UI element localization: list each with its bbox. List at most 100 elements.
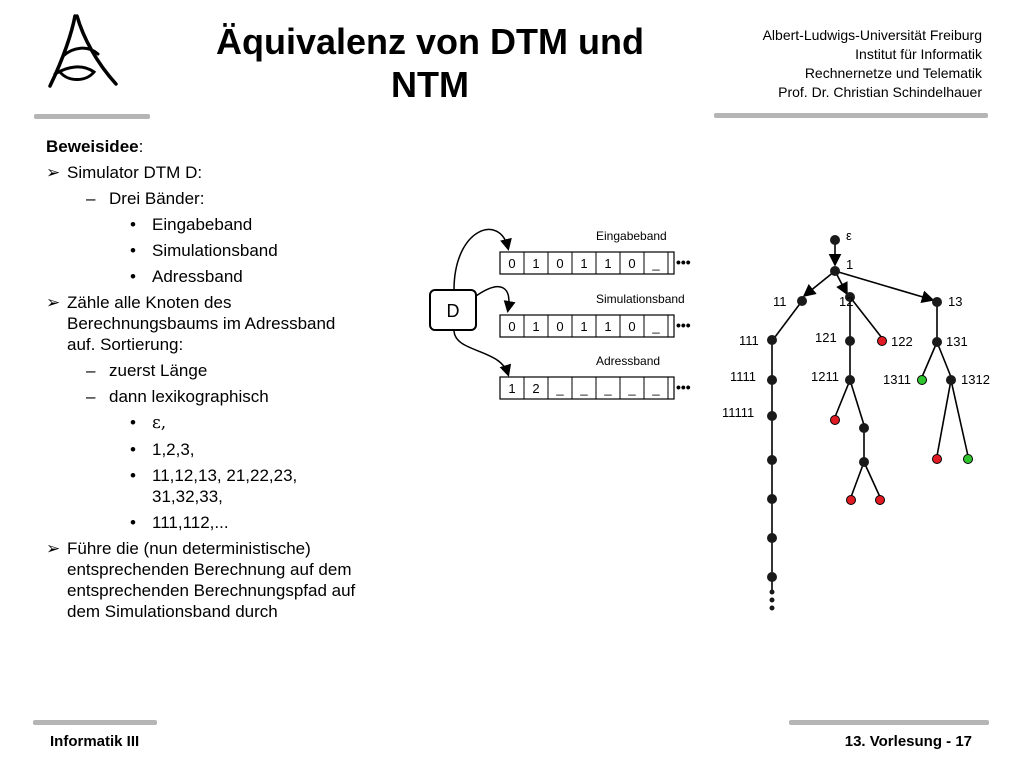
tree-node (767, 494, 777, 504)
tree-label: 122 (891, 334, 913, 349)
affiliation-university: Albert-Ludwigs-Universität Freiburg (762, 27, 982, 43)
connector-arrow-sim (475, 285, 516, 313)
tree-label: 1311 (883, 372, 911, 387)
tree-leaf-reject (846, 495, 856, 505)
machine-box (429, 289, 477, 331)
bullet-simulator: ➢Simulator DTM D: (46, 162, 416, 183)
footer-rule-left (33, 720, 157, 725)
tape-simulationsband: 0 1 0 1 1 0 _ ••• (499, 314, 691, 338)
tree-edge (802, 270, 836, 298)
tree-leaf-accept (917, 375, 927, 385)
bullet-zaehle-line: Berechnungsbaums im Adressband (67, 314, 336, 333)
tree-label: ε (846, 228, 852, 243)
tree-label: 131 (946, 334, 968, 349)
tree-leaf-reject (932, 454, 942, 464)
tape-ellipsis: ••• (676, 379, 691, 395)
tree-continuation (769, 597, 775, 603)
tape-cell: _ (579, 381, 588, 396)
tree-edge (921, 341, 938, 378)
affiliation-group: Rechnernetze und Telematik (804, 65, 982, 81)
arrow-bullet-icon: ➢ (46, 163, 61, 182)
tree-edge (936, 379, 952, 457)
tape-label: Adressband (596, 354, 660, 368)
dot-bullet-icon: • (130, 513, 136, 532)
tree-node (845, 375, 855, 385)
tape-cell: _ (627, 381, 636, 396)
tree-node (767, 572, 777, 582)
tape-cell: _ (651, 256, 660, 271)
dash-bullet-icon: – (86, 189, 96, 208)
tape-ellipsis: ••• (676, 317, 691, 333)
tree-label: 1312 (961, 372, 990, 387)
order-item-text: ε, (152, 413, 167, 433)
tape-cell: 0 (628, 319, 635, 334)
tape-cell: 0 (556, 256, 563, 271)
tree-node (767, 455, 777, 465)
footer-page-number: 13. Vorlesung - 17 (844, 733, 972, 750)
tree-label: 13 (948, 294, 962, 309)
proof-heading: Beweisidee: (46, 136, 416, 157)
tree-leaf-reject (877, 336, 887, 346)
tree-node (946, 375, 956, 385)
order-item-text: 11,12,13, 21,22,23, (152, 466, 298, 485)
tree-label: 1111 (730, 369, 756, 384)
tape-frame (499, 251, 675, 275)
band-item: •Simulationsband (46, 240, 416, 261)
tape-cell: 0 (508, 256, 515, 271)
bullet-fuehre-cont: entsprechenden Berechnungspfad auf (46, 580, 416, 601)
tree-edge (849, 296, 883, 339)
sub-lexiko-text: dann lexikographisch (109, 387, 269, 406)
tape-label: Eingabeband (596, 229, 667, 243)
computation-tree: ε 1 11 12 13 111 121 122 131 1111 1211 1… (722, 228, 990, 611)
tree-node (797, 296, 807, 306)
tree-label: 12 (839, 294, 853, 309)
tree-node (830, 266, 840, 276)
tape-cell: _ (651, 319, 660, 334)
tree-node (845, 336, 855, 346)
dot-bullet-icon: • (130, 413, 136, 432)
tape-cell: 1 (580, 319, 587, 334)
dot-bullet-icon: • (130, 215, 136, 234)
proof-heading-colon: : (138, 137, 144, 156)
bullet-zaehle-line: Zähle alle Knoten des (67, 293, 232, 312)
tape-ellipsis: ••• (676, 254, 691, 270)
bullet-zaehle-cont: auf. Sortierung: (46, 334, 416, 355)
tape-cell: 1 (580, 256, 587, 271)
tree-node (859, 423, 869, 433)
dot-bullet-icon: • (130, 466, 136, 485)
tape-cell: _ (555, 381, 564, 396)
dash-bullet-icon: – (86, 387, 96, 406)
tape-frame (499, 376, 675, 400)
tree-edge (863, 461, 881, 498)
affiliation-institute: Institut für Informatik (855, 46, 982, 62)
connector-arrow-addr (453, 329, 512, 377)
tape-cell: 1 (604, 319, 611, 334)
band-item-text: Eingabeband (152, 215, 253, 234)
bullet-fuehre-line: Führe die (nun deterministische) (67, 539, 311, 558)
arrow-bullet-icon: ➢ (46, 293, 61, 312)
title-line-2: NTM (391, 64, 469, 105)
tree-edge (936, 341, 952, 378)
title-line-1: Äquivalenz von DTM und (216, 21, 644, 62)
band-item-text: Simulationsband (152, 241, 278, 260)
tape-cell: 0 (556, 319, 563, 334)
tree-node (767, 533, 777, 543)
bullet-fuehre-cont: dem Simulationsband durch (46, 601, 416, 622)
sub-laenge-text: zuerst Länge (109, 361, 208, 380)
dtm-tape-diagram: D Eingabeband 0 1 0 1 1 0 _ ••• Simulati… (429, 228, 691, 400)
tape-cell: 0 (508, 319, 515, 334)
sub-drei-baender: –Drei Bänder: (46, 188, 416, 209)
footer-rule-right (789, 720, 989, 725)
tape-cell: 1 (532, 256, 539, 271)
header-rule-right (714, 113, 988, 118)
tree-edge (950, 379, 969, 457)
tape-cell: _ (651, 381, 660, 396)
tree-label: 11111 (722, 405, 754, 420)
tree-node (767, 375, 777, 385)
tree-edge (834, 270, 935, 303)
tree-node (767, 411, 777, 421)
tree-node (859, 457, 869, 467)
tree-continuation (769, 589, 775, 595)
tape-frame (499, 314, 675, 338)
tree-label: 1211 (811, 369, 839, 384)
